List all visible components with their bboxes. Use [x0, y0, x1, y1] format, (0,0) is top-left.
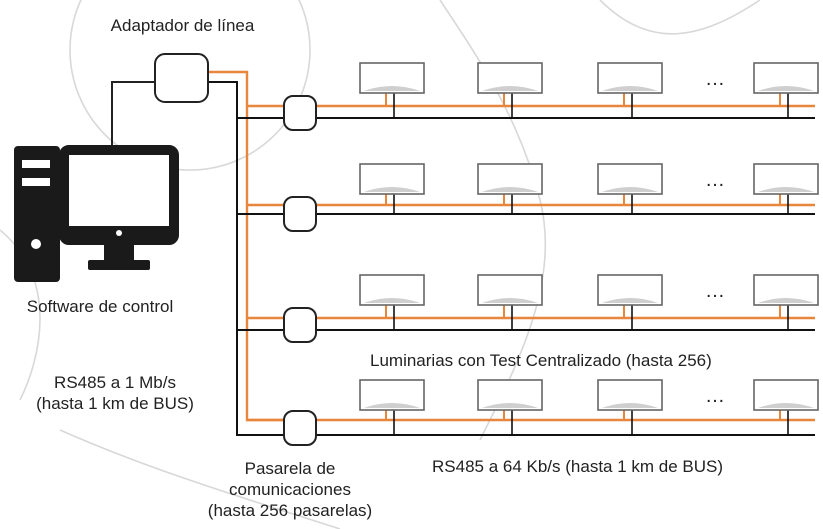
gateway-label-line2: comunicaciones [229, 480, 351, 499]
watermark-curve [59, 429, 341, 529]
luminaire-lens [758, 187, 814, 192]
emergency-luminaire-icon [359, 163, 425, 214]
emergency-luminaire-icon [477, 62, 543, 118]
luminaire-lens [364, 298, 420, 303]
luminaire-body [597, 163, 663, 195]
more-luminaires-ellipsis: … [705, 68, 725, 90]
luminaires-label: Luminarias con Test Centralizado (hasta … [370, 351, 712, 370]
watermark-curve [599, 0, 761, 35]
pc-monitor-led [116, 230, 122, 236]
luminaire-lens [482, 403, 538, 408]
luminaire-lens [482, 298, 538, 303]
luminaire-lens [364, 403, 420, 408]
luminaire-lens [602, 403, 658, 408]
line-adapter-label: Adaptador de línea [110, 16, 255, 35]
luminaire-body [597, 274, 663, 306]
emergency-luminaire-icon [477, 163, 543, 214]
luminaire-lens [482, 187, 538, 192]
emergency-luminaire-icon [359, 379, 425, 435]
emergency-luminaire-icon [359, 62, 425, 118]
emergency-luminaire-icon [753, 163, 819, 214]
pc-power-button [31, 239, 41, 249]
pc-monitor-base [88, 260, 150, 270]
bus-fast-label-line2: (hasta 1 km de BUS) [36, 394, 194, 413]
more-luminaires-ellipsis: … [705, 280, 725, 302]
gateway-label-line3: (hasta 256 pasarelas) [207, 501, 373, 520]
emergency-luminaire-icon [597, 163, 663, 214]
desktop-computer-icon [14, 145, 179, 282]
luminaire-body [477, 274, 543, 306]
bus-slow-trunk-line [208, 70, 290, 422]
control-software-label: Software de control [26, 297, 174, 316]
luminaire-lens [602, 187, 658, 192]
luminaire-lens [364, 187, 420, 192]
emergency-luminaire-icon [477, 274, 543, 330]
emergency-luminaire-icon [477, 379, 543, 435]
luminaire-lens [602, 86, 658, 91]
gateway-box-icon [283, 95, 317, 131]
luminaire-lens [758, 403, 814, 408]
gateway-box-icon [283, 307, 317, 343]
gateway-box-icon [283, 410, 317, 446]
luminaire-lens [602, 298, 658, 303]
pc-tower-slot [22, 160, 50, 168]
bus-fast-label: RS485 a 1 Mb/s (hasta 1 km de BUS) [0, 372, 230, 414]
luminaire-lens [364, 86, 420, 91]
gateway-label: Pasarela de comunicaciones (hasta 256 pa… [180, 458, 400, 521]
watermark-curve [439, 0, 547, 441]
bus-slow-label: RS485 a 64 Kb/s (hasta 1 km de BUS) [432, 457, 724, 476]
luminaire-lens [482, 86, 538, 91]
bus-fast-label-line1: RS485 a 1 Mb/s [54, 373, 176, 392]
emergency-luminaire-icon [753, 379, 819, 435]
luminaire-body [359, 62, 425, 94]
emergency-luminaire-icon [753, 62, 819, 118]
emergency-luminaire-icon [359, 274, 425, 330]
luminaire-lens [758, 298, 814, 303]
gateway-label-line1: Pasarela de [244, 459, 336, 478]
luminaire-lens [758, 86, 814, 91]
pc-monitor-stand [104, 240, 134, 262]
emergency-luminaire-icon [597, 379, 663, 435]
more-luminaires-ellipsis: … [705, 169, 725, 191]
emergency-luminaire-icon [597, 62, 663, 118]
line-adapter-box-icon [154, 53, 209, 103]
gateway-box-icon [283, 196, 317, 232]
watermark-circle [69, 0, 311, 171]
devices: … … … … [154, 53, 819, 446]
emergency-luminaire-icon [753, 274, 819, 330]
more-luminaires-ellipsis: … [705, 385, 725, 407]
emergency-luminaire-icon [597, 274, 663, 330]
pc-to-adapter-cable [111, 81, 155, 150]
pc-tower-slot [22, 178, 50, 186]
